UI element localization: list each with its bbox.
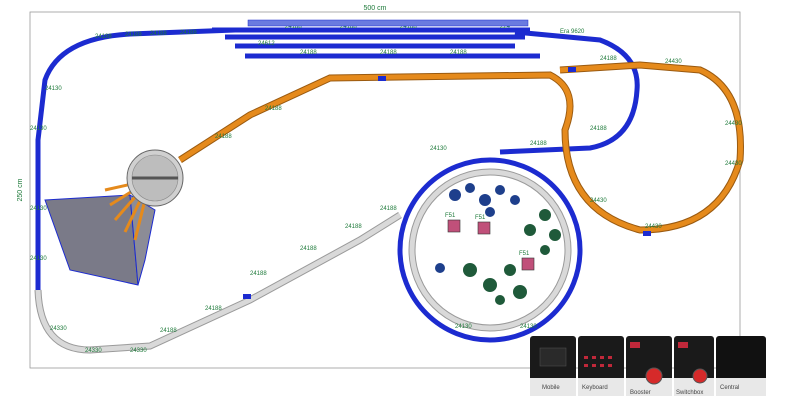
tree-cluster-blue	[435, 183, 520, 273]
track-code: 24130	[30, 206, 47, 212]
track-code: 24430	[645, 224, 662, 230]
tree-icon	[540, 245, 550, 255]
house-label: F51	[445, 213, 456, 219]
controller-panel: Mobile Keyboard Booster	[530, 336, 766, 396]
track-code: 24188	[160, 328, 177, 334]
track-code: 24188	[265, 106, 282, 112]
track-code: 24130	[30, 126, 47, 132]
tree-icon	[465, 183, 475, 193]
track-code: 24188	[215, 134, 232, 140]
track-code: 24188	[590, 126, 607, 132]
track-code: 24430	[590, 198, 607, 204]
controller-switchbox[interactable]: Switchbox	[674, 336, 714, 396]
tree-icon	[513, 285, 527, 299]
board-width-label: 500 cm	[364, 5, 387, 12]
tree-icon	[463, 263, 477, 277]
track-code: 24188	[125, 32, 142, 38]
track-code: 24430	[665, 59, 682, 65]
controller-central[interactable]: Central	[716, 336, 766, 396]
track-code: 24188	[250, 271, 267, 277]
track-code: 24130	[520, 324, 537, 330]
track-code: 24188	[450, 50, 467, 56]
signal-icon	[243, 19, 651, 299]
track-code: 24188	[400, 24, 417, 30]
knob-icon[interactable]	[692, 368, 708, 384]
tree-icon	[510, 195, 520, 205]
controller-label: Switchbox	[676, 390, 703, 396]
tree-icon	[483, 278, 497, 292]
track-code: 24330	[130, 348, 147, 354]
track-code: 24188	[380, 206, 397, 212]
track-code: 24612	[258, 41, 275, 47]
track-code: 24188	[600, 56, 617, 62]
track-code: 24130	[455, 324, 472, 330]
controller-booster[interactable]: Booster	[626, 336, 672, 396]
track-code-labels: 24188 24188 24188 24188 24188 24188 2418…	[30, 24, 742, 354]
board-outline	[29, 11, 741, 369]
track-code: 24188	[150, 31, 167, 37]
tree-cluster-green	[463, 209, 561, 305]
tree-icon	[435, 263, 445, 273]
tree-icon	[539, 209, 551, 221]
track-code: 24188	[340, 24, 357, 30]
grey-track	[34, 168, 572, 354]
tree-icon	[549, 229, 561, 241]
track-code: 24130	[45, 86, 62, 92]
track-code: 24430	[725, 161, 742, 167]
track-code: 24188	[180, 30, 197, 36]
track-code: Era 9620	[560, 29, 585, 35]
track-code: 24188	[95, 34, 112, 40]
house-icon: F51	[445, 213, 461, 233]
house-label: F51	[519, 251, 530, 257]
house-icon: F51	[475, 215, 491, 235]
track-code: 24330	[50, 326, 67, 332]
board-height-label: 250 cm	[17, 178, 24, 201]
engine-shed	[44, 178, 156, 286]
knob-icon[interactable]	[645, 367, 663, 385]
track-code: 24430	[725, 121, 742, 127]
controller-keyboard[interactable]: Keyboard	[578, 336, 624, 396]
track-code: 24188	[285, 24, 302, 30]
house-icon: F51	[519, 251, 535, 271]
track-code: 24330	[85, 348, 102, 354]
blue-track	[35, 27, 640, 343]
tree-icon	[495, 295, 505, 305]
tree-icon	[495, 185, 505, 195]
turntable-icon	[126, 149, 184, 207]
controller-label: Central	[720, 385, 739, 391]
track-code: 224	[500, 24, 511, 30]
tree-icon	[449, 189, 461, 201]
track-code: 24188	[300, 246, 317, 252]
track-code: 24188	[300, 50, 317, 56]
controller-mobile[interactable]: Mobile	[530, 336, 576, 396]
tree-icon	[479, 194, 491, 206]
tree-icon	[485, 207, 495, 217]
track-code: 24188	[205, 306, 222, 312]
track-code: 24188	[345, 224, 362, 230]
controller-label: Mobile	[542, 385, 560, 391]
track-code: 24188	[380, 50, 397, 56]
track-code: 24188	[530, 141, 547, 147]
controller-label: Booster	[630, 390, 651, 396]
house-label: F51	[475, 215, 486, 221]
tree-icon	[504, 264, 516, 276]
orange-track	[178, 61, 744, 234]
tree-icon	[524, 224, 536, 236]
track-code: 24130	[30, 256, 47, 262]
track-code: 24130	[430, 146, 447, 152]
controller-label: Keyboard	[582, 385, 608, 391]
